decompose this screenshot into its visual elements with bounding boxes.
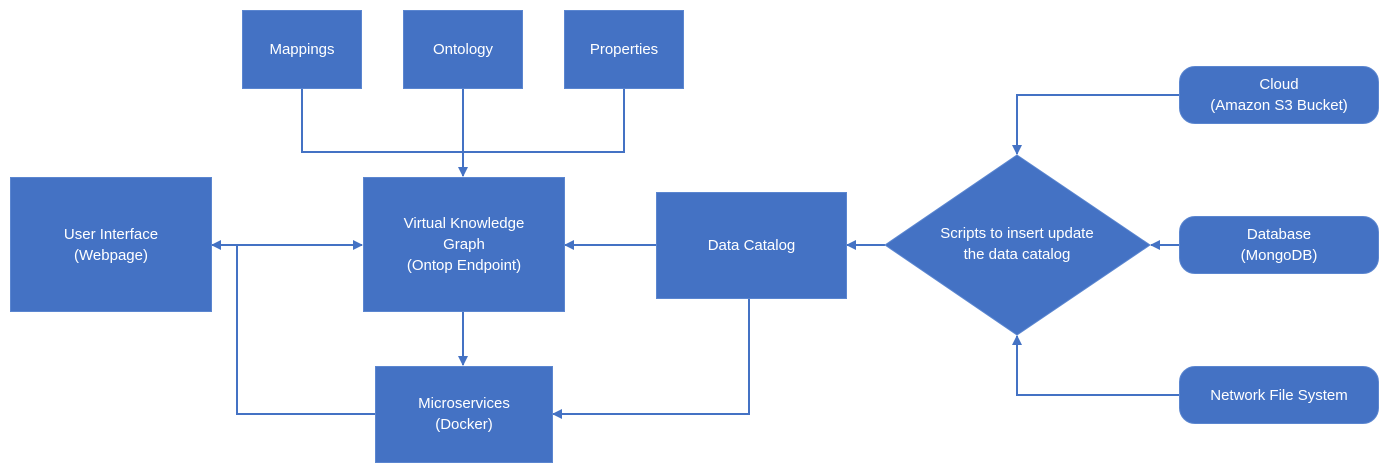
node-properties[interactable]: Properties <box>564 10 684 89</box>
node-label: Mappings <box>269 41 335 58</box>
node-label: Virtual Knowledge Graph (Ontop Endpoint) <box>403 215 525 274</box>
node-mappings[interactable]: Mappings <box>242 10 362 89</box>
edge-cloud-scripts <box>1012 94 1179 155</box>
node-virtual-knowledge-graph[interactable]: Virtual Knowledge Graph (Ontop Endpoint) <box>363 177 565 312</box>
edge-datacatalog-microservices <box>552 298 750 419</box>
node-microservices[interactable]: Microservices (Docker) <box>375 366 553 463</box>
node-label: Cloud (Amazon S3 Bucket) <box>1210 76 1348 114</box>
node-label: Ontology <box>432 41 494 58</box>
node-data-catalog[interactable]: Data Catalog <box>656 192 847 299</box>
node-database[interactable]: Database (MongoDB) <box>1179 216 1379 274</box>
node-label: Data Catalog <box>707 237 796 254</box>
node-label: Properties <box>589 41 659 58</box>
edge-mappings-vkg <box>301 89 463 153</box>
node-label: Microservices (Docker) <box>418 395 510 433</box>
edge-properties-vkg <box>463 89 625 153</box>
node-label: Network File System <box>1210 386 1348 404</box>
node-user-interface[interactable]: User Interface (Webpage) <box>10 177 212 312</box>
node-label: User Interface (Webpage) <box>63 226 159 264</box>
scripts-diamond-shape[interactable] <box>884 154 1151 336</box>
node-ontology[interactable]: Ontology <box>403 10 523 89</box>
node-scripts-label: Scripts to insert update the data catalo… <box>940 225 1094 263</box>
edge-nfs-scripts <box>1012 335 1179 396</box>
node-label: Database (MongoDB) <box>1240 226 1318 264</box>
node-network-file-system[interactable]: Network File System <box>1179 366 1379 424</box>
node-cloud[interactable]: Cloud (Amazon S3 Bucket) <box>1179 66 1379 124</box>
edge-microservices-ui <box>236 245 375 415</box>
